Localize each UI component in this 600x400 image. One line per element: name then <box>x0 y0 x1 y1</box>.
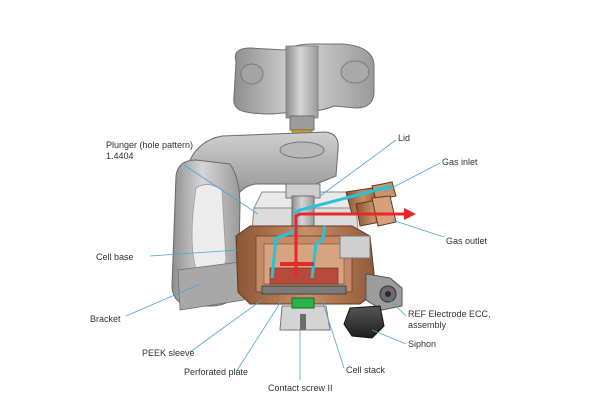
leader-lid <box>319 139 397 197</box>
label-gas-inlet: Gas inlet <box>442 157 478 167</box>
gas-outlet-flow <box>294 212 404 276</box>
label-ref-electrode: REF Electrode ECC, assembly <box>408 309 491 331</box>
label-perforated-plate: Perforated plate <box>184 367 249 377</box>
label-siphon: Siphon <box>408 339 437 349</box>
label-plunger-material: 1.4404 <box>106 151 134 161</box>
label-plunger-text: Plunger (hole pattern) <box>106 140 194 150</box>
label-contact-screw: Contact screw II <box>268 383 333 393</box>
bracket-body[interactable] <box>171 159 245 311</box>
label-plunger: Plunger (hole pattern) 1.4404 <box>106 140 193 162</box>
t-handle-knob[interactable] <box>233 43 375 131</box>
leader-plunger <box>183 164 259 215</box>
gas-outlet-flow-base <box>280 262 314 266</box>
gas-outlet-arrow <box>404 208 416 220</box>
leader-peek-sleeve <box>189 299 263 353</box>
leader-cell-base <box>149 249 239 257</box>
siphon[interactable] <box>343 305 385 339</box>
label-ref-electrode-text: REF Electrode ECC, <box>408 309 491 319</box>
leader-ref-electrode <box>389 299 407 317</box>
leader-gas-inlet <box>383 162 441 193</box>
leader-perforated-plate <box>235 299 283 373</box>
label-lid: Lid <box>398 133 411 143</box>
label-ref-electrode-assembly: assembly <box>408 320 447 330</box>
ref-electrode-assembly[interactable] <box>365 273 403 311</box>
label-cell-stack: Cell stack <box>346 365 386 375</box>
leader-cell-stack <box>321 299 345 369</box>
gas-inlet-flow-2 <box>310 225 326 279</box>
label-cell-base: Cell base <box>96 252 134 262</box>
leader-gas-outlet <box>391 219 445 238</box>
label-bracket: Bracket <box>90 314 121 324</box>
contact-screw[interactable] <box>279 297 331 331</box>
leader-bracket <box>125 283 201 317</box>
label-gas-outlet: Gas outlet <box>446 236 488 246</box>
leader-siphon <box>371 329 407 345</box>
leader-lines <box>125 139 445 380</box>
label-peek-sleeve: PEEK sleeve <box>142 348 195 358</box>
